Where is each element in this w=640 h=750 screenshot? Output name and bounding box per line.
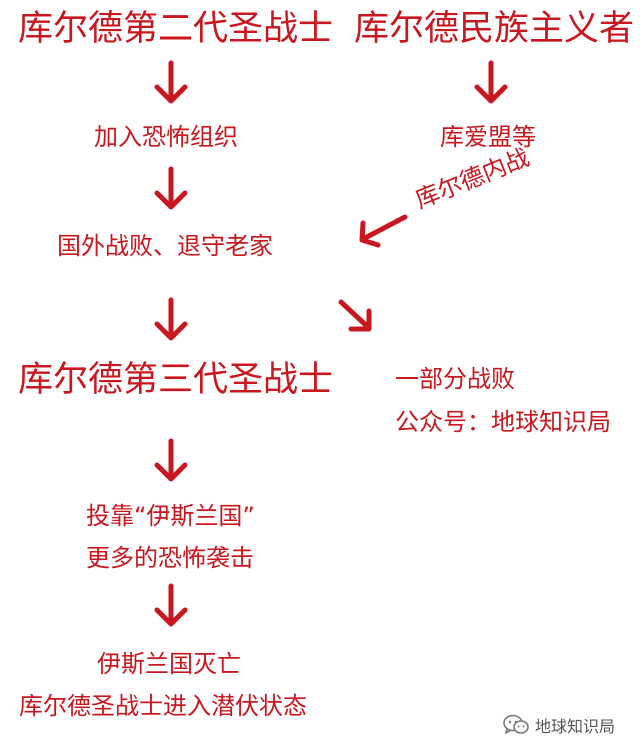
watermark: 地球知识局: [503, 713, 615, 737]
down-arrow-icon: [154, 297, 188, 341]
down-arrow-icon: [474, 60, 508, 104]
wechat-icon: [503, 714, 529, 734]
left-down-arrow-icon: [359, 214, 408, 248]
nationalists-title: 库尔德民族主义者: [354, 9, 635, 49]
public-account-label: 公众号：地球知识局: [395, 408, 611, 436]
parties-label: 库爱盟等: [440, 123, 536, 151]
gen2-title: 库尔德第二代圣战士: [18, 9, 334, 49]
down-arrow-icon: [154, 60, 188, 104]
watermark-text: 地球知识局: [535, 717, 616, 736]
step-join-isis: 投靠“伊斯兰国”: [86, 502, 255, 530]
step-defeated-abroad: 国外战败、退守老家: [57, 232, 273, 260]
step-more-attacks: 更多的恐怖袭击: [86, 544, 254, 572]
step-isis-fall: 伊斯兰国灭亡: [97, 650, 241, 678]
step-join-terror-group: 加入恐怖组织: [94, 123, 238, 151]
down-right-arrow-icon: [338, 299, 372, 332]
down-arrow-icon: [154, 166, 188, 210]
gen3-title: 库尔德第三代圣战士: [18, 360, 334, 400]
step-go-dormant: 库尔德圣战士进入潜伏状态: [19, 692, 307, 720]
civil-war-label: 库尔德内战: [411, 143, 534, 215]
down-arrow-icon: [154, 438, 188, 482]
down-arrow-icon: [154, 583, 188, 627]
partial-defeat-label: 一部分战败: [395, 365, 515, 393]
